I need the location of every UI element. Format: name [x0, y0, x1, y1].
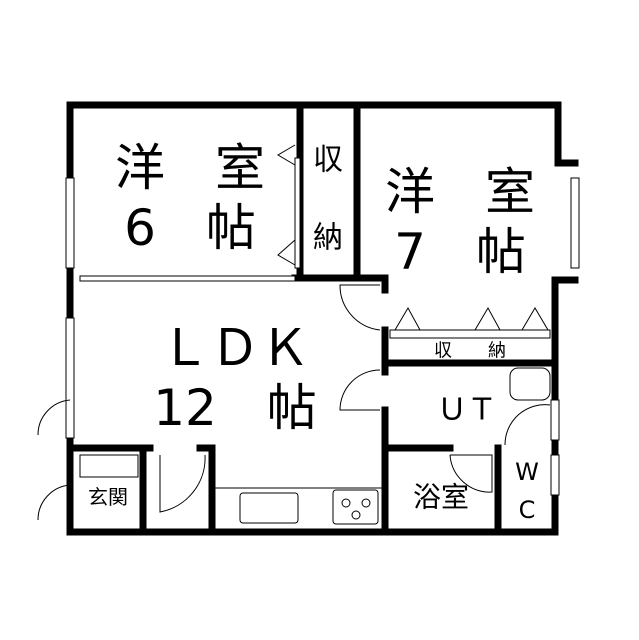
western-room-7-name: 洋 室: [385, 163, 535, 221]
window: [570, 177, 580, 269]
western-room-7-size: 7 帖: [394, 223, 526, 281]
entrance-label: 玄関: [88, 485, 128, 509]
bathroom-label: 浴室: [413, 481, 469, 514]
western-room-6-name: 洋 室: [115, 139, 265, 197]
closet-1-label-bottom: 納: [313, 221, 343, 256]
closet-2-label: 収 納: [434, 341, 506, 362]
window: [65, 317, 75, 439]
sliding-door: [79, 275, 296, 282]
window: [65, 177, 75, 269]
door-swing: [339, 369, 381, 411]
window: [550, 399, 560, 441]
utility-label: ＵＴ: [437, 393, 497, 428]
fixtures: [37, 144, 580, 525]
room-labels: 洋 室 6 帖 収 納 洋 室 7 帖 ＬＤＫ 12 帖 収 納 ＵＴ 浴室 W…: [88, 139, 539, 524]
stove: [332, 489, 379, 525]
western-room-6-size: 6 帖: [124, 199, 256, 257]
ldk-name: ＬＤＫ: [160, 319, 310, 377]
closet-1-label-top: 収: [313, 143, 343, 178]
door-swing: [339, 284, 381, 331]
ldk-size: 12 帖: [153, 379, 317, 437]
toilet-label-bottom: C: [519, 496, 536, 524]
washbasin: [509, 367, 551, 401]
sink: [239, 492, 299, 524]
window: [550, 454, 560, 496]
toilet-label-top: W: [515, 458, 539, 486]
closet-door: [294, 157, 301, 269]
